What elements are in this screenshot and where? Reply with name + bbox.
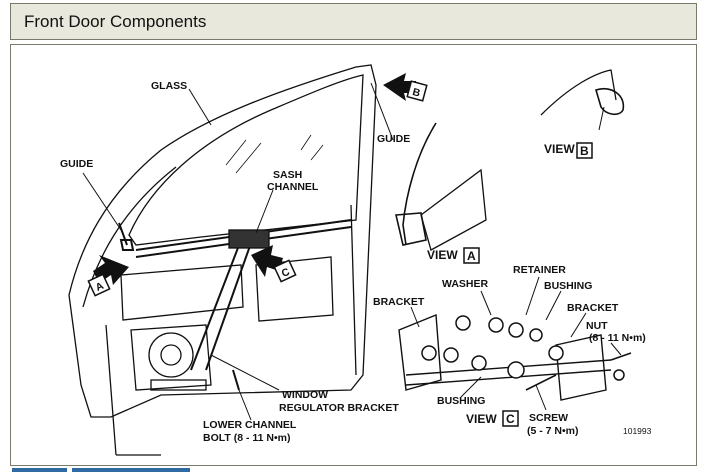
label-screw-torque: (5 - 7 N•m) — [527, 425, 579, 437]
callout-box-a — [87, 273, 111, 297]
lower-handle-slot — [150, 379, 207, 391]
label-bushing-bottom: BUSHING — [437, 395, 485, 407]
leader-screw — [535, 384, 547, 411]
leader-view-b — [598, 106, 605, 131]
label-view-c-letter: C — [506, 412, 515, 426]
view-a-letter-box — [463, 247, 480, 264]
view-c-washer-3 — [421, 345, 437, 361]
view-c-nut-bolt — [610, 352, 632, 361]
label-nut-torque: (8 - 11 N•m) — [589, 332, 646, 344]
label-washer: WASHER — [442, 278, 489, 290]
leader-bushing-bottom — [460, 376, 482, 398]
regulator-gear — [148, 332, 194, 378]
door-cutout-2 — [255, 256, 334, 322]
view-c-screw — [525, 374, 557, 391]
view-c-bracket-left — [398, 313, 442, 391]
label-guide-left: GUIDE — [60, 158, 93, 170]
window-glass — [128, 74, 364, 246]
bottom-tab-1[interactable] — [12, 468, 67, 472]
page-title: Front Door Components — [24, 12, 207, 31]
glass-reflection — [225, 134, 324, 174]
view-a-glass — [420, 168, 487, 251]
label-figure-number: 101993 — [623, 426, 652, 436]
diagram-frame: GLASS GUIDE GUIDE SASH CHANNEL WINDOW RE… — [10, 44, 697, 466]
regulator-bracket — [130, 324, 212, 391]
label-bushing-top: BUSHING — [544, 280, 592, 292]
label-screw: SCREW — [529, 412, 568, 424]
label-guide-right: GUIDE — [377, 133, 410, 145]
view-c-bushing-1 — [508, 322, 524, 338]
view-c-letter-box — [502, 410, 519, 427]
bottom-tab-strip — [12, 468, 192, 472]
view-a-rail — [402, 122, 437, 246]
leader-regulator — [210, 354, 280, 391]
view-c-bushing-3 — [507, 361, 525, 379]
leader-sash — [255, 189, 274, 234]
leader-guide-right — [370, 82, 394, 141]
leader-bushing-top — [545, 290, 562, 321]
label-view-a-letter: A — [467, 249, 476, 263]
view-b-glass — [540, 69, 617, 116]
view-c-washer-1 — [455, 315, 471, 331]
label-glass: GLASS — [151, 80, 187, 92]
door-cutout — [120, 264, 244, 321]
leader-guide-left — [82, 172, 124, 234]
label-channel: CHANNEL — [267, 181, 319, 193]
callout-box-c — [273, 259, 297, 283]
label-lower-channel: LOWER CHANNEL — [203, 419, 297, 431]
label-bracket-right: BRACKET — [567, 302, 619, 314]
label-lower-channel-bolt: BOLT (8 - 11 N•m) — [203, 432, 291, 444]
label-view-b: VIEW — [544, 142, 575, 156]
leader-washer — [480, 290, 492, 316]
view-c-bushing-2 — [471, 355, 487, 371]
bottom-tab-2[interactable] — [72, 468, 190, 472]
leader-bracket-left — [410, 306, 420, 328]
label-sash: SASH — [273, 169, 302, 181]
label-window: WINDOW — [282, 389, 328, 401]
label-view-c: VIEW — [466, 412, 497, 426]
lower-channel-bolt — [232, 369, 240, 391]
view-c-bracket-right — [555, 334, 607, 401]
label-retainer: RETAINER — [513, 264, 566, 276]
view-a-part — [395, 212, 427, 246]
label-bracket-left: BRACKET — [373, 296, 425, 308]
leader-retainer — [525, 276, 540, 316]
leader-lower-bolt — [238, 389, 252, 421]
leader-bracket-right — [570, 312, 587, 338]
view-c-washer-4 — [443, 347, 459, 363]
callout-box-b — [406, 80, 428, 102]
leader-glass — [188, 88, 212, 126]
callout-b-letter: B — [411, 86, 422, 100]
door-panel — [105, 204, 357, 456]
label-view-a: VIEW — [427, 248, 458, 262]
left-guide-rail — [118, 222, 135, 251]
view-c-washer-2 — [488, 317, 504, 333]
label-view-b-letter: B — [580, 144, 589, 158]
sash-clip — [228, 229, 270, 249]
view-c-nut — [613, 369, 625, 381]
page-header: Front Door Components — [10, 3, 697, 40]
regulator-gear-hub — [160, 344, 182, 366]
door-inner-line — [82, 166, 177, 308]
leader-nut — [610, 342, 622, 356]
door-outline — [68, 64, 377, 418]
label-regulator-bracket: REGULATOR BRACKET — [279, 402, 399, 414]
arrow-b — [383, 73, 416, 101]
view-b-letter-box — [576, 142, 593, 159]
front-door-diagram: GLASS GUIDE GUIDE SASH CHANNEL WINDOW RE… — [60, 64, 652, 456]
label-nut: NUT — [586, 320, 608, 332]
view-c-retainer — [529, 328, 543, 342]
view-c-washer-5 — [548, 345, 564, 361]
view-b-part — [595, 88, 625, 116]
regulator-arm — [190, 239, 252, 371]
